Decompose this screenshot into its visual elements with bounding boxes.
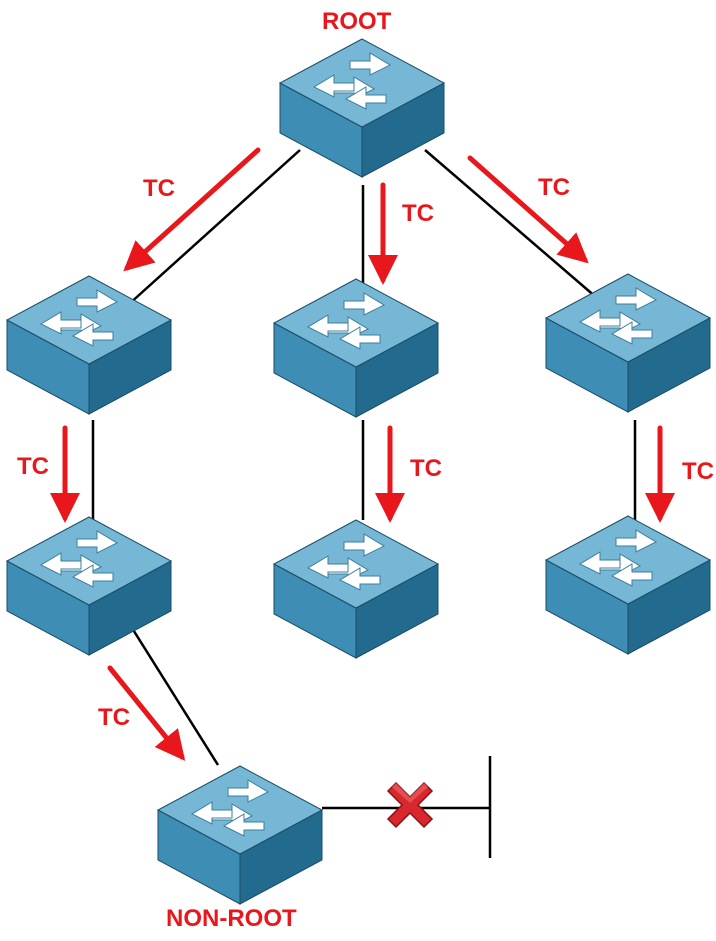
switch-middle-lower <box>273 519 439 659</box>
switch-root <box>279 38 445 178</box>
switch-left-lower <box>6 516 172 656</box>
tc-arrow <box>123 147 261 272</box>
tc-label: TC <box>682 458 714 485</box>
non-root-label: NON-ROOT <box>166 905 297 932</box>
link-root-sw3 <box>424 149 598 299</box>
tc-label: TC <box>402 200 434 227</box>
switch-non-root <box>157 765 323 905</box>
red-x-icon <box>386 781 434 829</box>
tc-label: TC <box>17 453 49 480</box>
switch-right-lower <box>545 515 711 655</box>
switch-middle-upper <box>273 278 439 418</box>
tc-label: TC <box>410 455 442 482</box>
tc-arrow <box>107 665 186 761</box>
switch-right-upper <box>545 273 711 413</box>
root-label: ROOT <box>322 8 392 35</box>
tc-label: TC <box>143 175 175 202</box>
link-sw4-nonroot <box>130 627 220 766</box>
tc-label: TC <box>98 704 130 731</box>
tc-label: TC <box>538 174 570 201</box>
links <box>91 149 637 858</box>
link-root-sw1 <box>127 149 301 306</box>
switch-left-upper <box>6 275 172 415</box>
tc-arrows <box>50 147 675 761</box>
tc-arrow <box>467 155 589 264</box>
